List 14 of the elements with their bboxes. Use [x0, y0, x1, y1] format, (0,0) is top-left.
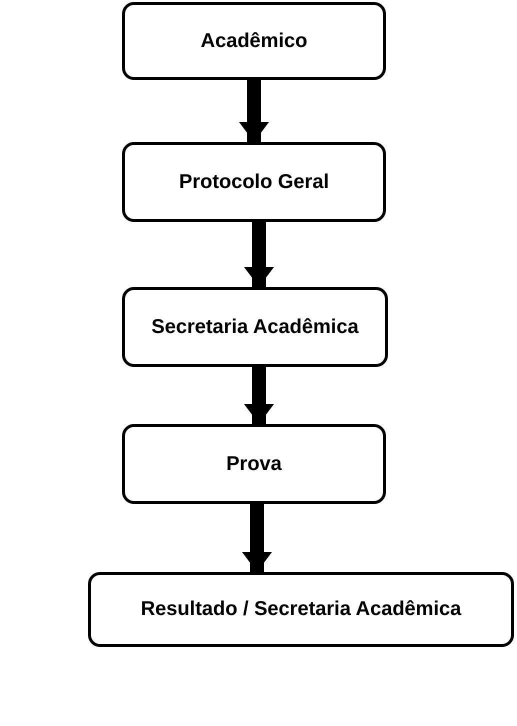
arrow	[242, 504, 272, 572]
box-label: Acadêmico	[200, 30, 308, 52]
arrow	[239, 80, 269, 142]
box-label: Protocolo Geral	[178, 170, 330, 194]
arrow	[244, 222, 274, 287]
process-box	[88, 572, 514, 647]
process-box	[122, 142, 386, 222]
box-label: Secretaria Acadêmica	[151, 316, 359, 338]
box-label: Prova	[226, 452, 282, 476]
arrow	[244, 367, 274, 424]
process-box	[122, 424, 386, 504]
box-label: Resultado / Secretaria Acadêmica	[140, 598, 462, 621]
process-box	[122, 287, 388, 367]
process-box	[122, 2, 386, 80]
